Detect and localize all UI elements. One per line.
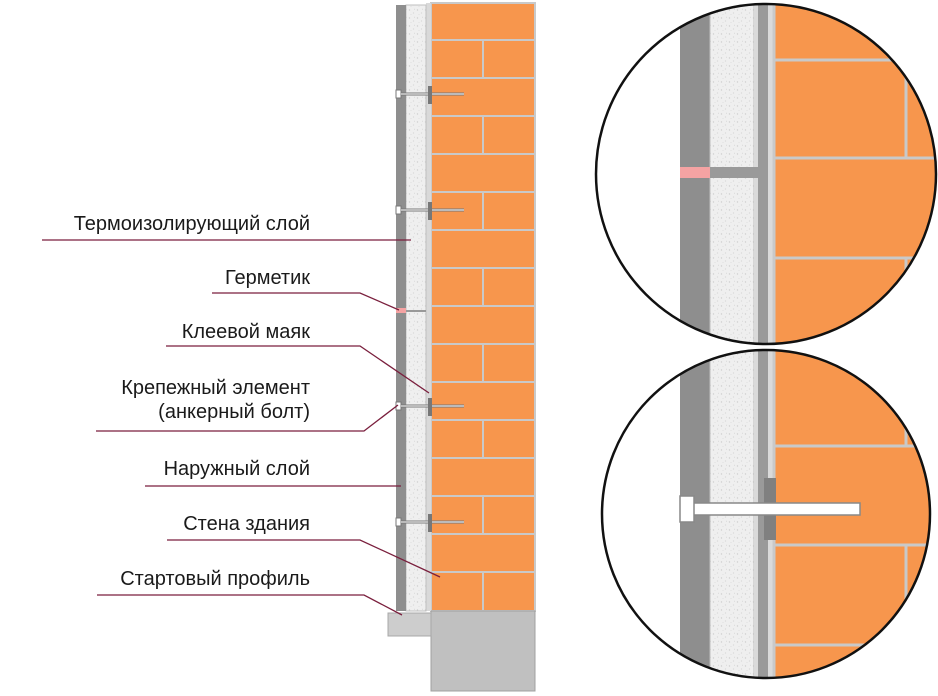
- sealant-joint: [396, 308, 406, 313]
- label-insulation: Термоизолирующий слой: [73, 213, 310, 235]
- wall-section: [387, 2, 536, 692]
- start-profile: [387, 612, 432, 637]
- leader-glue-beacon: [166, 345, 430, 394]
- label-sealant: Герметик: [224, 267, 310, 289]
- leader-building-wall: [167, 539, 441, 578]
- label-building-wall: Стена здания: [183, 513, 310, 535]
- label-glue-beacon: Клеевой маяк: [181, 321, 310, 343]
- detail-circle-bottom-border: [600, 348, 932, 680]
- label-fastener-line1: Крепежный элемент: [121, 377, 310, 399]
- label-start-profile: Стартовый профиль: [120, 568, 310, 590]
- label-outer-layer: Наружный слой: [163, 458, 310, 480]
- anchor-bolt: [395, 202, 464, 220]
- glue-gap: [426, 3, 431, 611]
- label-fastener-line2: (анкерный болт): [158, 401, 310, 423]
- brick-mortar-joints: [431, 39, 535, 611]
- anchor-bolt: [395, 514, 464, 532]
- label-fastener: Крепежный элемент (анкерный болт): [121, 376, 310, 424]
- insulation-layer: [405, 4, 427, 612]
- leader-fastener: [96, 404, 399, 432]
- anchor-bolt: [395, 86, 464, 104]
- leader-lines: [42, 239, 441, 616]
- leader-start-profile: [97, 594, 403, 616]
- foundation-block: [430, 610, 536, 692]
- detail-circle-top-border: [594, 2, 938, 346]
- detail-circle-anchor: [602, 350, 930, 678]
- leader-sealant: [212, 292, 400, 311]
